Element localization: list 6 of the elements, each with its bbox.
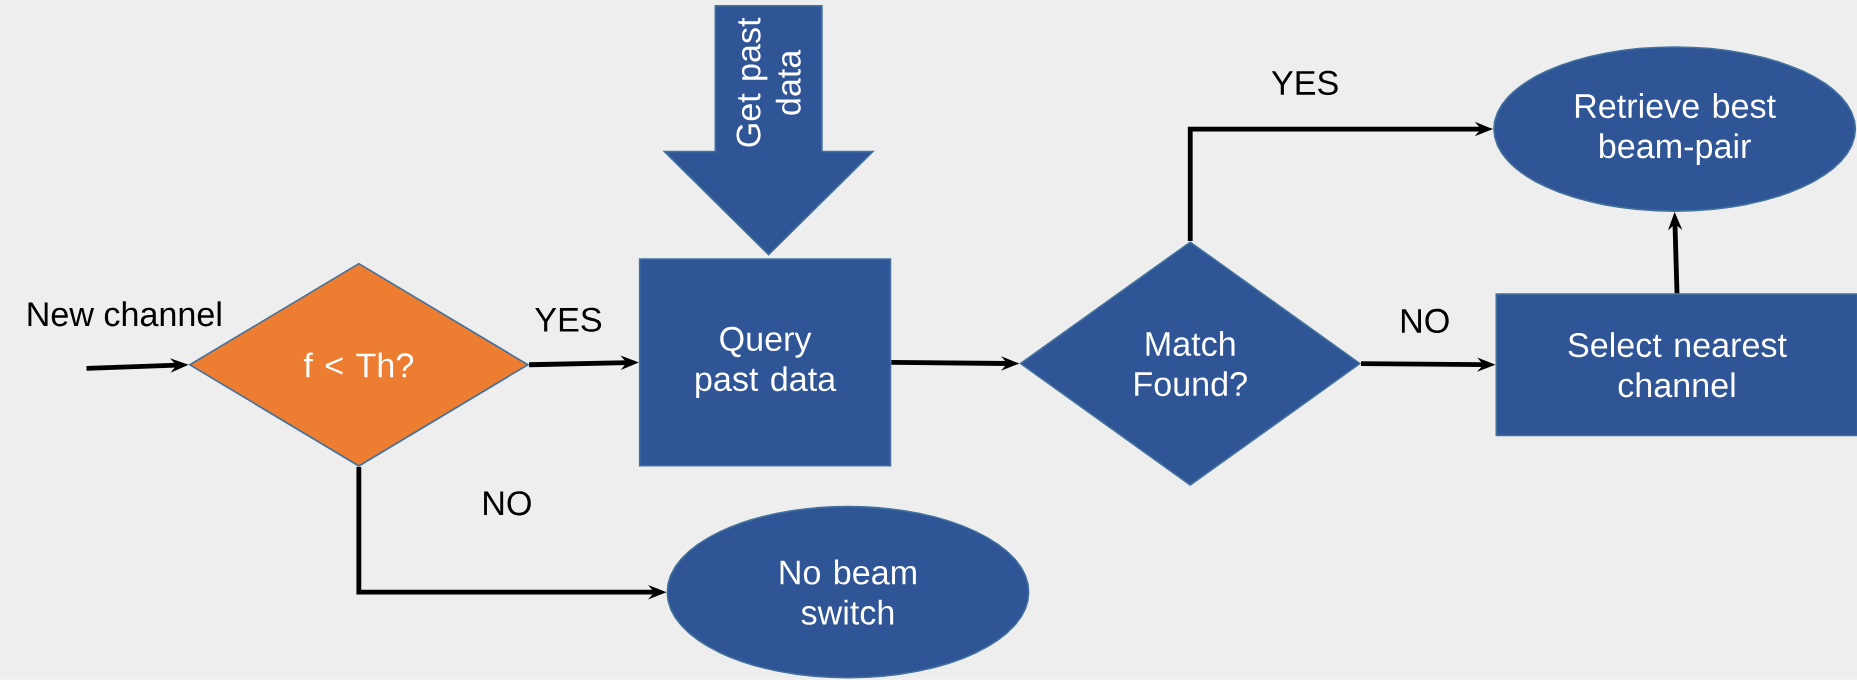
process-box: Select nearest channel <box>1495 293 1857 437</box>
edge-label: NO <box>1397 306 1453 336</box>
edge-label: YES <box>1268 68 1342 98</box>
process-box: Query past data <box>638 258 892 467</box>
edge-label: NO <box>479 489 535 518</box>
edge-label: YES <box>532 305 605 334</box>
